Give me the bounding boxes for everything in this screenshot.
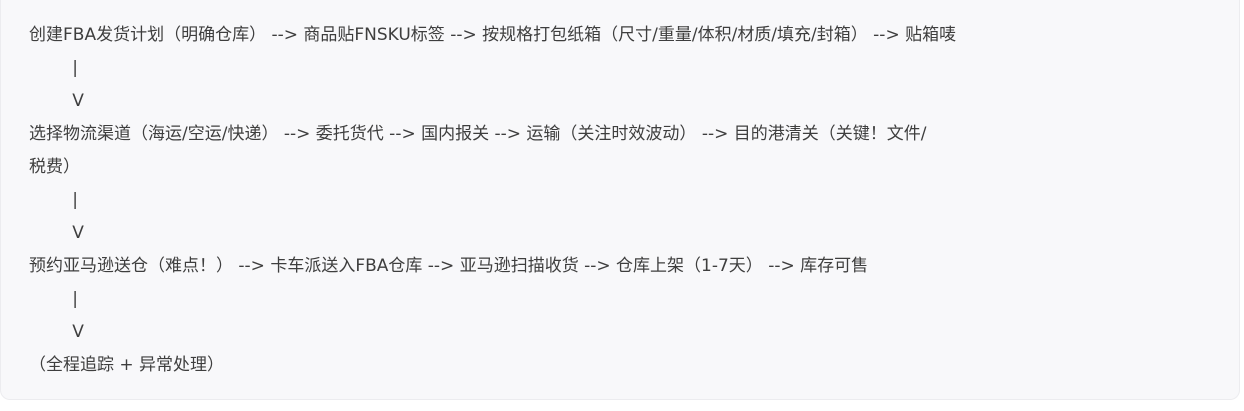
- flow-connector-arrow: V: [29, 91, 84, 111]
- flow-line-step2-wrap: 税费）: [29, 157, 80, 177]
- flow-connector-bar: |: [29, 190, 78, 210]
- flow-line-step1: 创建FBA发货计划（明确仓库） --> 商品贴FNSKU标签 --> 按规格打包…: [29, 25, 957, 45]
- flow-line-tracking: （全程追踪 + 异常处理）: [29, 355, 225, 375]
- flow-connector-arrow: V: [29, 322, 84, 342]
- flow-connector-bar: |: [29, 289, 78, 309]
- flow-connector-arrow: V: [29, 223, 84, 243]
- flow-diagram-text: 创建FBA发货计划（明确仓库） --> 商品贴FNSKU标签 --> 按规格打包…: [29, 19, 1239, 382]
- code-block: 创建FBA发货计划（明确仓库） --> 商品贴FNSKU标签 --> 按规格打包…: [0, 0, 1240, 400]
- flow-line-step3: 预约亚马逊送仓（难点！） --> 卡车派送入FBA仓库 --> 亚马逊扫描收货 …: [29, 256, 869, 276]
- flow-connector-bar: |: [29, 58, 78, 78]
- flow-line-step2: 选择物流渠道（海运/空运/快递） --> 委托货代 --> 国内报关 --> 运…: [29, 124, 927, 144]
